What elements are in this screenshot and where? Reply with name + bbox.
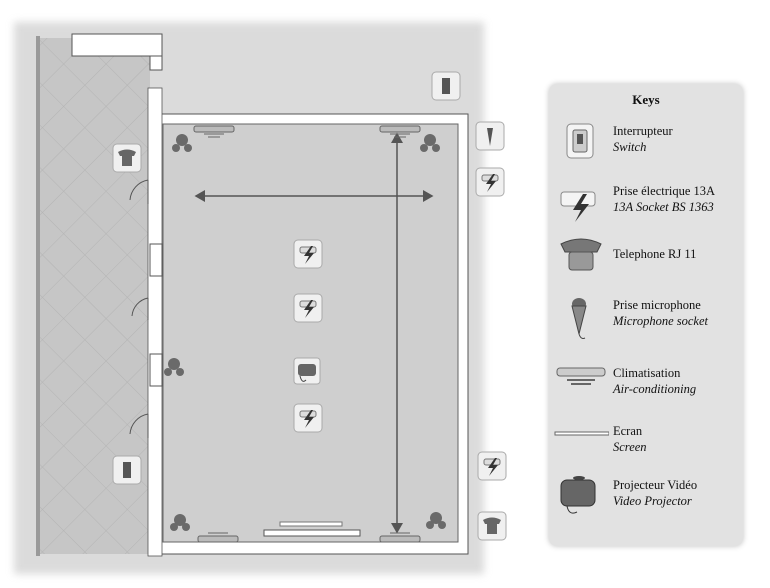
power-socket-icon [293, 293, 323, 323]
plant-icon [172, 134, 192, 152]
plant-icon [164, 358, 184, 376]
legend-label-en: Air-conditioning [613, 382, 697, 396]
air-conditioning-icon [197, 532, 239, 543]
telephone-icon [112, 143, 142, 173]
power-socket-icon [477, 451, 507, 481]
air-conditioning-icon [193, 125, 235, 138]
legend-label-fr: Ecran [613, 424, 643, 438]
door-3 [129, 413, 149, 438]
plant-icon [420, 134, 440, 152]
air-conditioning-icon [379, 125, 421, 138]
legend-label-en: 13A Socket BS 1363 [613, 200, 714, 214]
telephone-icon [560, 238, 602, 271]
plant-icon [426, 512, 446, 529]
legend-label-fr: Projecteur Vidéo [613, 478, 698, 492]
floor-plan [14, 22, 507, 574]
power-socket-icon [475, 167, 505, 197]
legend-label-en: Screen [613, 440, 647, 454]
switch-icon [431, 71, 461, 101]
telephone-icon [477, 511, 507, 541]
power-socket-icon [293, 403, 323, 433]
door-2 [131, 297, 149, 320]
legend-label-fr: Telephone RJ 11 [613, 247, 697, 261]
legend-label-en: Video Projector [613, 494, 692, 508]
screen-icon [263, 521, 361, 537]
air-conditioning-icon [379, 532, 421, 543]
legend-label-fr: Prise microphone [613, 298, 701, 312]
legend-label-en: Switch [613, 140, 647, 154]
switch-icon [566, 123, 594, 159]
room-floor [162, 123, 459, 543]
plant-icon [170, 514, 190, 531]
power-socket-icon [560, 191, 596, 222]
legend-item-telephone: Telephone RJ 11 [549, 234, 743, 284]
screen-icon [554, 431, 609, 436]
legend-label-en: Microphone socket [613, 314, 708, 328]
power-socket-icon [293, 239, 323, 269]
switch-icon [112, 455, 142, 485]
air-conditioning-icon [556, 367, 606, 385]
legend-label-fr: Climatisation [613, 366, 681, 380]
microphone-icon [475, 121, 505, 151]
door-1 [129, 179, 149, 204]
legend-label-fr: Interrupteur [613, 124, 673, 138]
microphone-icon [571, 298, 587, 339]
legend-item-socket: Prise électrique 13A 13A Socket BS 1363 [549, 180, 743, 230]
video-projector-icon [293, 357, 321, 385]
legend-title: Keys [632, 92, 660, 107]
legend-label-fr: Prise électrique 13A [613, 184, 716, 198]
video-projector-icon [560, 476, 596, 514]
